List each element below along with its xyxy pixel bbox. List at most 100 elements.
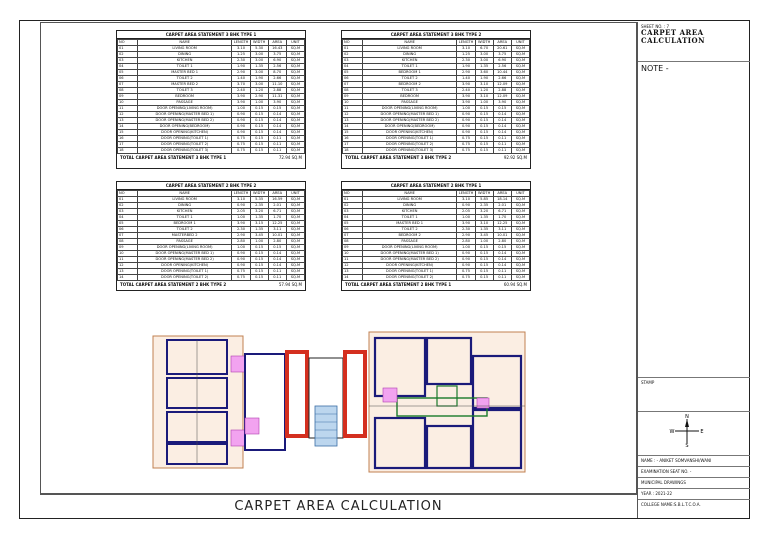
col-length: LENGTH — [231, 39, 251, 46]
cell-length: 0.75 — [456, 147, 476, 154]
year-field: YEAR : 2021-22 — [638, 489, 750, 500]
total-unit: SQ.M — [291, 155, 302, 160]
col-length: LENGTH — [456, 190, 476, 197]
carpet-table-2bhk-type2: CARPET AREA STATEMENT 2 BHK TYPE 2 NO NA… — [116, 181, 306, 291]
central-core — [285, 350, 367, 447]
note-label: NOTE - — [641, 64, 669, 73]
floor-plan-drawing — [152, 331, 526, 473]
sheet-number: SHEET NO. : 7 — [641, 24, 670, 29]
title-block: SHEET NO. : 7 CARPET AREA CALCULATION NO… — [637, 22, 750, 518]
cell-length: 0.75 — [456, 274, 476, 281]
total-label: TOTAL CARPET AREA STATEMENT 2 BHK TYPE 1 — [345, 282, 452, 287]
cell-unit: SQ.M — [510, 274, 531, 281]
cell-no: 14 — [117, 274, 138, 281]
name-field: NAME : - ANIKET SOMVANSHI/WANI — [638, 456, 750, 467]
cell-width: 0.15 — [474, 274, 494, 281]
stamp-area: STAMP — [638, 378, 750, 412]
cell-name: DOOR OPENING(TOILET 3) — [361, 147, 458, 154]
cell-no: 18 — [117, 147, 138, 154]
cell-name: DOOR OPENING(TOILET 2) — [361, 274, 458, 281]
compass-n: N — [685, 414, 689, 420]
compass-e: E — [700, 429, 703, 435]
table-title: CARPET AREA STATEMENT 3 BHK TYPE 2 — [342, 31, 530, 39]
left-block — [244, 353, 286, 451]
cell-area: 0.11 — [492, 147, 512, 154]
college-field: COLLEGE NAME:S.B.L.T.C.O.A. — [641, 502, 701, 507]
table-title: CARPET AREA STATEMENT 2 BHK TYPE 2 — [117, 182, 305, 190]
cell-area: 0.11 — [267, 147, 287, 154]
col-length: LENGTH — [456, 39, 476, 46]
table-total: TOTAL CARPET AREA STATEMENT 2 BHK TYPE 1… — [342, 281, 530, 289]
cell-no: 18 — [342, 147, 363, 154]
cell-unit: SQ.M — [285, 274, 306, 281]
cell-unit: SQ.M — [510, 147, 531, 154]
cell-area: 0.11 — [492, 274, 512, 281]
sheet-title-line1: CARPET AREA — [641, 28, 704, 37]
table-total: TOTAL CARPET AREA STATEMENT 3 BHK TYPE 2… — [342, 154, 530, 162]
compass-w: W — [670, 429, 675, 435]
notes-area: NOTE - — [638, 62, 750, 378]
cell-width: 0.15 — [249, 274, 269, 281]
right-wing-plan — [368, 331, 526, 473]
cell-length: 0.75 — [231, 147, 251, 154]
total-unit: SQ.M — [516, 155, 527, 160]
col-length: LENGTH — [231, 190, 251, 197]
total-unit: SQ.M — [516, 282, 527, 287]
carpet-table-3bhk-type2: CARPET AREA STATEMENT 3 BHK TYPE 2 NO NA… — [341, 30, 531, 169]
total-value: 72.94 — [278, 155, 291, 160]
total-label: TOTAL CARPET AREA STATEMENT 3 BHK TYPE 2 — [345, 155, 452, 160]
sheet-footer: CARPET AREA CALCULATION — [40, 493, 637, 520]
table-title: CARPET AREA STATEMENT 2 BHK TYPE 1 — [342, 182, 530, 190]
cell-name: DOOR OPENING(TOILET 2) — [136, 274, 233, 281]
table-total: TOTAL CARPET AREA STATEMENT 3 BHK TYPE 1… — [117, 154, 305, 162]
compass-s: S — [685, 443, 688, 447]
cell-width: 0.15 — [249, 147, 269, 154]
cell-length: 0.75 — [231, 274, 251, 281]
total-value: 57.94 — [278, 282, 291, 287]
cell-area: 0.11 — [267, 274, 287, 281]
total-label: TOTAL CARPET AREA STATEMENT 2 BHK TYPE 2 — [120, 282, 227, 287]
north-compass-icon: N W E S — [670, 414, 704, 447]
cell-width: 0.15 — [474, 147, 494, 154]
cell-no: 14 — [342, 274, 363, 281]
cell-name: DOOR OPENING(TOILET 3) — [136, 147, 233, 154]
table-title: CARPET AREA STATEMENT 3 BHK TYPE 1 — [117, 31, 305, 39]
north-area — [638, 412, 750, 456]
sheet-info: SHEET NO. : 7 CARPET AREA CALCULATION — [638, 22, 750, 62]
carpet-table-3bhk-type1: CARPET AREA STATEMENT 3 BHK TYPE 1 NO NA… — [116, 30, 306, 169]
cell-unit: SQ.M — [285, 147, 306, 154]
total-unit: SQ.M — [291, 282, 302, 287]
sheet-title-line2: CALCULATION — [641, 36, 706, 45]
carpet-table-2bhk-type1: CARPET AREA STATEMENT 2 BHK TYPE 1 NO NA… — [341, 181, 531, 291]
project-field: MUNICIPAL DRAWINGS — [638, 478, 750, 489]
drawing-title: CARPET AREA CALCULATION — [234, 499, 443, 514]
total-value: 92.92 — [503, 155, 516, 160]
left-wing-plan — [152, 335, 246, 469]
drawing-frame — [40, 22, 637, 495]
stamp-label: STAMP — [641, 380, 655, 385]
table-total: TOTAL CARPET AREA STATEMENT 2 BHK TYPE 2… — [117, 281, 305, 289]
exam-seat-field: EXAMINATION SEAT NO. - — [638, 467, 750, 478]
drawing-sheet — [19, 20, 750, 519]
total-value: 60.94 — [503, 282, 516, 287]
